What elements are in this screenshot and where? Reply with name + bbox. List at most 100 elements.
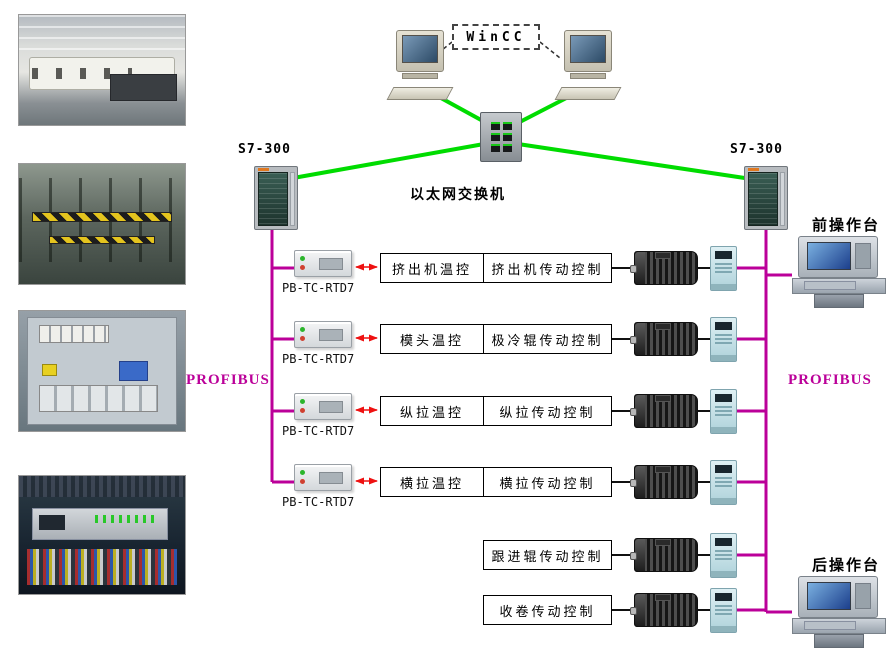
terminal-slot xyxy=(319,472,343,484)
motor-icon xyxy=(630,593,698,627)
temp-control-box: 挤出机温控 xyxy=(380,253,484,283)
module-arrows xyxy=(355,263,378,485)
switch-port xyxy=(490,144,500,152)
drive-control-box: 挤出机传动控制 xyxy=(483,253,612,283)
console-pedestal xyxy=(814,634,864,648)
switch-port xyxy=(490,133,500,141)
motor-junction-box xyxy=(655,466,671,473)
pb-tc-rtd7-module xyxy=(294,393,352,420)
drive-keys xyxy=(715,605,732,617)
module-label: PB-TC-RTD7 xyxy=(282,424,355,438)
photo-decoration xyxy=(38,385,159,412)
module-label: PB-TC-RTD7 xyxy=(282,495,355,509)
terminal-slot xyxy=(319,329,343,341)
photo-plc-module xyxy=(18,475,186,595)
plc-front xyxy=(748,172,778,226)
photo-decoration xyxy=(38,325,109,344)
green-led-icon xyxy=(300,256,305,261)
console-side-panel xyxy=(855,583,871,609)
green-led-icon xyxy=(300,327,305,332)
plc-right-label: S7-300 xyxy=(730,142,783,157)
monitor-base xyxy=(402,73,438,79)
monitor-icon xyxy=(396,30,444,72)
drive-display xyxy=(715,465,732,473)
red-led-icon xyxy=(300,408,305,413)
photo-decoration xyxy=(19,15,185,53)
pb-tc-rtd7-module xyxy=(294,250,352,277)
plc-front xyxy=(258,172,288,226)
drive-base xyxy=(711,427,736,433)
motor-icon xyxy=(630,394,698,428)
switch-label: 以太网交换机 xyxy=(410,186,506,202)
photo-decoration xyxy=(95,514,156,524)
console-screen xyxy=(807,582,851,610)
drive-keys xyxy=(715,334,732,346)
keyboard-icon xyxy=(386,87,454,100)
motor-icon xyxy=(630,465,698,499)
profibus-left-label: PROFIBUS xyxy=(186,372,270,388)
photo-decoration xyxy=(42,363,58,376)
motor-cap xyxy=(635,466,645,498)
motor-cap xyxy=(635,252,645,284)
workstation-left xyxy=(386,30,454,104)
plc-left xyxy=(254,166,298,230)
rear-operator-console xyxy=(792,576,886,650)
drive-keys xyxy=(715,263,732,275)
drive-base xyxy=(711,284,736,290)
drive-keys xyxy=(715,550,732,562)
photo-decoration xyxy=(118,361,149,381)
console-body xyxy=(798,236,878,278)
motor-junction-box xyxy=(655,395,671,402)
screen xyxy=(570,35,606,63)
red-led-icon xyxy=(300,479,305,484)
drive-display xyxy=(715,593,732,601)
drive-base xyxy=(711,498,736,504)
motor-icon xyxy=(630,322,698,356)
plc-left-label: S7-300 xyxy=(238,142,291,157)
photo-production-line xyxy=(18,14,186,126)
console-screen xyxy=(807,242,851,270)
profibus-bus-right xyxy=(737,230,792,614)
drive-control-box: 收卷传动控制 xyxy=(483,595,612,625)
terminal-slot xyxy=(319,401,343,413)
switch-port xyxy=(502,144,512,152)
monitor-base xyxy=(570,73,606,79)
photo-decoration xyxy=(38,514,66,531)
drive-display xyxy=(715,394,732,402)
motor-junction-box xyxy=(655,594,671,601)
motor-junction-box xyxy=(655,323,671,330)
motor-junction-box xyxy=(655,252,671,259)
drive-control-box: 跟进辊传动控制 xyxy=(483,540,612,570)
plc-rail xyxy=(290,172,295,226)
switch-port xyxy=(490,122,500,130)
siemens-logo xyxy=(748,168,759,171)
siemens-logo xyxy=(258,168,269,171)
photo-decoration xyxy=(32,212,172,222)
motor-cap xyxy=(635,323,645,355)
workstation-right xyxy=(554,30,622,104)
pb-tc-rtd7-module xyxy=(294,321,352,348)
console-side-panel xyxy=(855,243,871,269)
motor-cap xyxy=(635,395,645,427)
console-keyboard xyxy=(804,621,856,630)
inverter-drive-icon xyxy=(710,460,737,505)
inverter-drive-icon xyxy=(710,588,737,633)
green-led-icon xyxy=(300,399,305,404)
temp-control-box: 横拉温控 xyxy=(380,467,484,497)
drive-display xyxy=(715,251,732,259)
motor-junction-box xyxy=(655,539,671,546)
photo-decoration xyxy=(32,67,132,79)
motor-icon xyxy=(630,538,698,572)
inverter-drive-icon xyxy=(710,246,737,291)
switch-port xyxy=(502,122,512,130)
console-body xyxy=(798,576,878,618)
motor-shaft xyxy=(630,408,637,416)
drive-display xyxy=(715,538,732,546)
photo-control-cabinet xyxy=(18,310,186,432)
inverter-drive-icon xyxy=(710,389,737,434)
motor-cap xyxy=(635,594,645,626)
temp-control-box: 模头温控 xyxy=(380,324,484,354)
rear-console-label: 后操作台 xyxy=(812,557,881,574)
module-label: PB-TC-RTD7 xyxy=(282,281,355,295)
